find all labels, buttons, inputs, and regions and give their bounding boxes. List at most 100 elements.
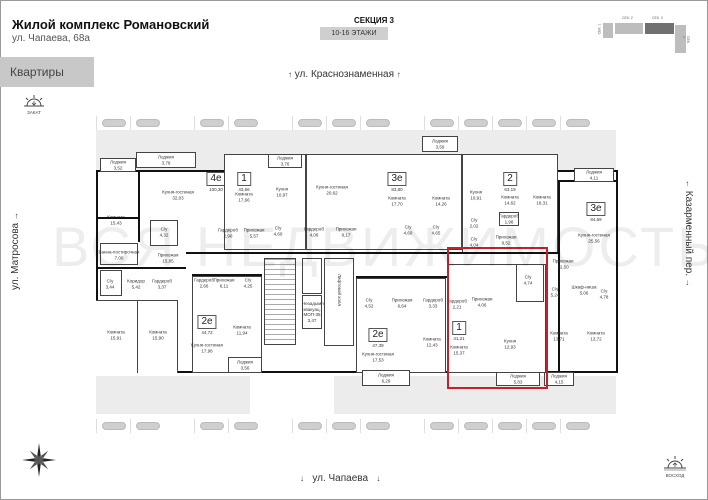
street-bottom: ↓ ул. Чапаева ↓ xyxy=(300,473,380,484)
room-laundry xyxy=(100,243,138,265)
mini-section-1-label: СЕК. 1 xyxy=(597,23,602,35)
parking-space xyxy=(96,419,130,433)
room-loggia xyxy=(496,372,540,386)
parking-space xyxy=(228,116,262,130)
arrow-up-icon: ↑ xyxy=(396,70,401,79)
complex-title: Жилой комплекс Романовский xyxy=(12,17,210,32)
wall xyxy=(96,267,186,269)
parking-space xyxy=(326,116,360,130)
room-bathroom xyxy=(150,220,178,246)
parking-space xyxy=(292,419,326,433)
parking-space xyxy=(424,116,458,130)
sunset-label: ЗАКАТ xyxy=(27,110,41,115)
parking-row-top xyxy=(96,116,594,130)
parking-space xyxy=(560,419,594,433)
parking-space xyxy=(96,116,130,130)
compass-rose-icon xyxy=(22,443,56,477)
parking-space xyxy=(492,116,526,130)
sunset-icon xyxy=(24,95,44,107)
room-bedroom xyxy=(96,300,138,373)
street-left: ул. Матросова → xyxy=(10,212,21,290)
room-loggia xyxy=(544,372,574,386)
sunrise-indicator: ВОСХОД xyxy=(660,455,690,478)
parking-space xyxy=(130,419,164,433)
parking-space xyxy=(292,116,326,130)
yard-zone-bottom-left xyxy=(96,376,250,414)
wall xyxy=(138,170,140,242)
room-loggia xyxy=(362,370,410,386)
room-loggia xyxy=(100,158,136,172)
arrow-icon: → xyxy=(684,278,693,287)
parking-space xyxy=(360,116,394,130)
corridor-wall xyxy=(356,276,448,278)
room-bathroom xyxy=(516,264,544,302)
apartment-3e-83[interactable] xyxy=(306,154,462,250)
arrow-up-icon: ↑ xyxy=(288,70,292,79)
mini-section-4-label: СЕК. 4 xyxy=(682,36,690,44)
parking-space xyxy=(360,419,394,433)
street-top: ↑ ул. Краснознаменная ↑ xyxy=(288,69,401,80)
safety-zone xyxy=(302,295,322,329)
section-title: СЕКЦИЯ 3 xyxy=(353,16,394,25)
apartment-2-63[interactable] xyxy=(462,154,558,254)
parking-space xyxy=(526,419,560,433)
mini-section-2-label: СЕК. 2 xyxy=(622,16,633,20)
complex-address: ул. Чапаева, 68а xyxy=(12,33,90,44)
room-loggia xyxy=(136,152,196,168)
parking-space xyxy=(194,419,228,433)
room-bedroom xyxy=(138,300,178,373)
mini-section-2[interactable] xyxy=(615,23,643,34)
corridor-wall xyxy=(192,274,262,276)
elevator xyxy=(302,258,322,294)
apartment-1-43[interactable] xyxy=(224,154,306,250)
stairwell xyxy=(264,258,296,345)
sunrise-label: ВОСХОД xyxy=(665,473,685,478)
parking-space xyxy=(458,116,492,130)
arrow-icon: → xyxy=(11,212,20,221)
parking-space xyxy=(130,116,164,130)
apartments-tab[interactable]: Квартиры xyxy=(0,57,94,87)
mini-section-3-label: СЕК. 3 xyxy=(652,16,663,20)
parking-space xyxy=(526,116,560,130)
sunrise-icon xyxy=(664,456,686,471)
street-right-label: Казарменный пер. xyxy=(683,190,694,277)
parking-space xyxy=(228,419,262,433)
section-mini-map: СЕК. 1 СЕК. 2 СЕК. 3 СЕК. 4 xyxy=(597,14,690,56)
street-bottom-label: ул. Чапаева xyxy=(312,473,369,484)
parking-space xyxy=(326,419,360,433)
parking-row-bottom xyxy=(96,419,594,433)
parking-space xyxy=(424,419,458,433)
street-top-label: ул. Краснознаменная xyxy=(294,69,394,80)
wall xyxy=(96,217,138,219)
room-bathroom xyxy=(100,270,122,296)
parking-space xyxy=(560,116,594,130)
mini-section-4[interactable] xyxy=(675,25,686,53)
floors-badge[interactable]: 10-16 ЭТАЖИ xyxy=(320,27,388,40)
room-wardrobe xyxy=(499,212,519,226)
selected-apartment-outline[interactable] xyxy=(447,247,548,389)
parking-space xyxy=(458,419,492,433)
mini-section-1[interactable] xyxy=(603,23,613,38)
mini-section-3[interactable] xyxy=(645,23,674,34)
room-loggia xyxy=(228,357,262,373)
apartment-2e-47[interactable] xyxy=(356,278,446,373)
parking-space xyxy=(492,419,526,433)
room-loggia xyxy=(268,154,302,168)
sunset-indicator: ЗАКАТ xyxy=(20,94,48,115)
room-loggia xyxy=(574,168,614,182)
lift-hall xyxy=(324,258,354,346)
arrow-down-icon: ↓ xyxy=(300,474,304,483)
arrow-icon: ← xyxy=(684,180,693,188)
parking-space xyxy=(194,116,228,130)
street-left-label: ул. Матросова xyxy=(10,222,21,290)
room-loggia xyxy=(422,136,458,152)
